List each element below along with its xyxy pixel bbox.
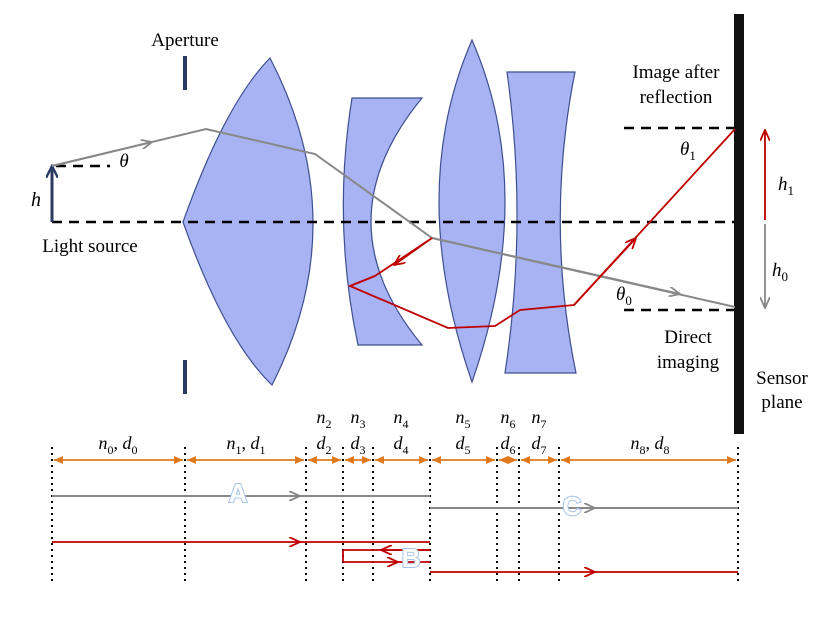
path-a-label: A bbox=[229, 478, 248, 508]
theta1-label: θ1 bbox=[680, 139, 696, 163]
sensor-label-line2: plane bbox=[761, 392, 802, 413]
image-after-reflection-line2: reflection bbox=[640, 87, 713, 108]
h1-label: h1 bbox=[778, 174, 794, 198]
sensor-label-line1: Sensor bbox=[756, 368, 808, 389]
segment-8-label: n8, d8 bbox=[631, 433, 670, 457]
image-after-reflection-line1: Image after bbox=[632, 62, 720, 83]
direct-ray bbox=[51, 127, 736, 308]
direct-ray-arrow-2 bbox=[431, 237, 680, 294]
light-source-label: Light source bbox=[42, 236, 138, 257]
direct-imaging-line1: Direct bbox=[664, 327, 712, 348]
segment-4-n: n4 bbox=[394, 407, 409, 431]
sensor-plane bbox=[734, 14, 744, 434]
theta-label: θ bbox=[119, 151, 128, 172]
theta0-label: θ0 bbox=[616, 284, 632, 308]
path-c-label: C bbox=[563, 491, 582, 521]
segment-2-n: n2 bbox=[317, 407, 332, 431]
segment-1-label: n1, d1 bbox=[227, 433, 266, 457]
segment-2-d: d2 bbox=[317, 433, 332, 457]
direct-imaging-line2: imaging bbox=[657, 352, 720, 373]
segment-7-n: n7 bbox=[532, 407, 547, 431]
segment-7-d: d7 bbox=[532, 433, 547, 457]
segment-5-d: d5 bbox=[456, 433, 471, 457]
h-label: h bbox=[31, 189, 41, 211]
path-b-label: B bbox=[402, 543, 421, 573]
reflected-ray-small bbox=[349, 275, 376, 287]
aperture-label: Aperture bbox=[151, 30, 219, 51]
segment-3-d: d3 bbox=[351, 433, 366, 457]
segment-labels: n0, d0 n1, d1 n2 d2 n3 d3 n4 d4 n5 d5 n6… bbox=[99, 407, 670, 457]
lens-4-biconcave bbox=[504, 71, 577, 374]
segment-0-label: n0, d0 bbox=[99, 433, 138, 457]
lens-3-biconvex bbox=[438, 38, 506, 384]
segment-boundaries bbox=[51, 447, 739, 582]
direct-ray-arrow-1 bbox=[51, 142, 152, 167]
segment-3-n: n3 bbox=[351, 407, 366, 431]
segment-4-d: d4 bbox=[394, 433, 409, 457]
reflected-ray-arrow-1 bbox=[394, 237, 433, 265]
h0-label: h0 bbox=[772, 260, 788, 284]
segment-6-n: n6 bbox=[501, 407, 516, 431]
reflected-ray-arrow-2 bbox=[573, 238, 636, 306]
lens-2-meniscus bbox=[342, 97, 424, 346]
segment-6-d: d6 bbox=[501, 433, 516, 457]
segment-5-n: n5 bbox=[456, 407, 471, 431]
